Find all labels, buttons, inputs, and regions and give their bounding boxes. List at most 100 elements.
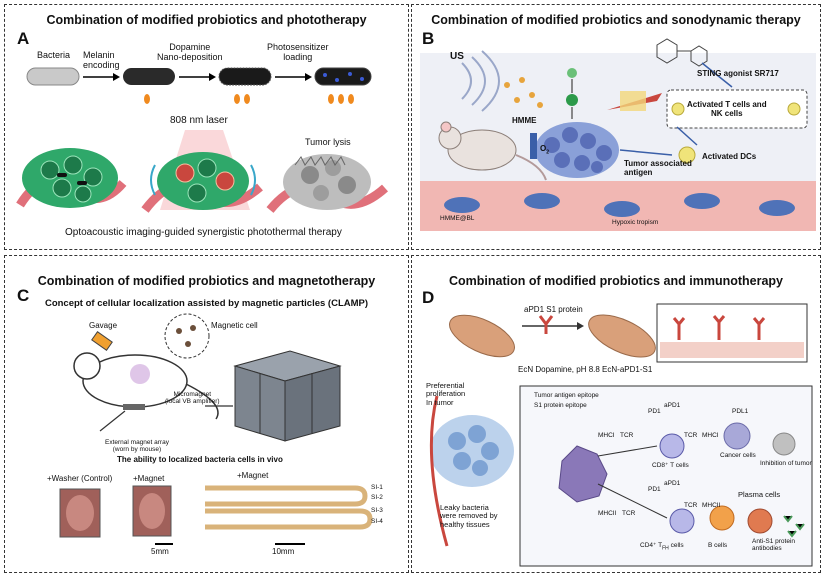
- apd1-label-a: aPD1: [664, 402, 681, 409]
- step-melanin: Melanin encoding: [83, 50, 120, 70]
- panel-d-illustration: [429, 303, 813, 567]
- t-cells-label: Activated T cells and NK cells: [687, 100, 767, 118]
- heat-flame-icons: [144, 94, 354, 104]
- tumor-mass: [430, 415, 514, 487]
- panel-a-title: Combination of modified probiotics and p…: [46, 13, 367, 27]
- hmme-bl-label: HMME@BL: [440, 215, 475, 222]
- panel-a: Combination of modified probiotics and p…: [4, 4, 409, 250]
- magnetic-cell-label: Magnetic cell: [211, 321, 258, 330]
- b-cell: [709, 505, 735, 531]
- ros-icon: [566, 94, 578, 106]
- plasma-cell: [747, 508, 773, 534]
- tumor-cluster: [535, 122, 619, 178]
- step-bacteria: Bacteria: [37, 50, 71, 60]
- mhc1-label-a: MHCI: [598, 432, 615, 439]
- magnet2-label: +Magnet: [237, 471, 269, 480]
- gavage-syringe-icon: [91, 331, 113, 351]
- cd8-label: CD8⁺ T cells: [652, 462, 689, 469]
- lysed-tumor-cell: [772, 432, 796, 456]
- laser-label: 808 nm laser: [170, 115, 228, 126]
- ecn-bacterium: [449, 314, 515, 358]
- melanin-bacterium: [123, 68, 175, 85]
- panel-c: Combination of modified probiotics and m…: [4, 255, 409, 573]
- panel-b-letter: B: [422, 29, 435, 48]
- leaky-label: Leaky bacteria were removed by healthy t…: [440, 503, 498, 529]
- vessel: [429, 395, 449, 547]
- sting-label: STING agonist SR717: [697, 69, 779, 78]
- dopamine-bacterium: [218, 67, 272, 86]
- bacteria-in-vessel: [444, 193, 795, 217]
- pdl1-label: PDL1: [732, 408, 749, 415]
- panel-b: Combination of modified probiotics and s…: [411, 4, 821, 250]
- panel-c-letter: C: [17, 286, 30, 305]
- antigen-label: Tumor associated antigen: [624, 159, 692, 177]
- o2-level-bar: [530, 133, 537, 159]
- plain-bacterium: [26, 67, 80, 86]
- sonosensitizer-icon: [567, 68, 577, 78]
- step-photosensitizer: Photosensitizer loading: [267, 42, 329, 62]
- scale-10mm: 10mm: [272, 547, 295, 556]
- si-1-label: SI-1: [371, 484, 383, 491]
- hypoxic-label: Hypoxic tropism: [612, 219, 659, 226]
- cancer-label: Cancer cells: [720, 452, 756, 459]
- mhc2-label-b: MHCII: [702, 502, 721, 509]
- activated-t-cells-box: [666, 89, 808, 129]
- mhc2-label-a: MHCII: [598, 510, 617, 517]
- tcr2-label-b: TCR: [684, 502, 698, 509]
- washer-label: +Washer (Control): [47, 474, 113, 483]
- lysis-label: Tumor lysis: [305, 137, 351, 147]
- dendritic-cell: [558, 445, 608, 503]
- cd4-label: CD4⁺ TFH cells: [640, 542, 684, 552]
- b-cells-label: B cells: [708, 542, 728, 549]
- step-dopamine: Dopamine Nano-deposition: [157, 42, 223, 62]
- panel-d: Combination of modified probiotics and i…: [411, 255, 821, 573]
- antibody-cluster-icon: [783, 515, 805, 538]
- tcr2-label-a: TCR: [622, 510, 636, 517]
- array-label: External magnet array (worn by mouse): [105, 439, 169, 454]
- cd4-t-cell: [669, 508, 695, 534]
- tumor-before: [16, 148, 127, 208]
- panel-c-illustration: [59, 313, 373, 545]
- apd1-label-b: aPD1: [664, 480, 681, 487]
- inhibition-label: Inhibition of tumor: [760, 460, 812, 467]
- panel-d-title: Combination of modified probiotics and i…: [448, 274, 784, 288]
- tumor-lysed: [266, 154, 389, 213]
- ecn-label: EcN Dopamine, pH 8.8 EcN-aPD1-S1: [518, 365, 653, 374]
- panel-c-title: Combination of modified probiotics and m…: [37, 274, 376, 288]
- si-2-label: SI-2: [371, 494, 383, 501]
- tcr1-label-b: TCR: [684, 432, 698, 439]
- antibody-icon: [538, 315, 554, 334]
- ultrasound-waves-icon: [461, 50, 500, 112]
- magnetic-cell-callout: [164, 313, 210, 359]
- intestine-strips: [205, 485, 373, 530]
- legend-s1-epitope: S1 protein epitope: [534, 402, 587, 409]
- tcr1-label-a: TCR: [620, 432, 634, 439]
- hmme-molecule-icons: [504, 77, 543, 108]
- o2-label: O2: [540, 144, 550, 156]
- tumor-irradiated: [141, 130, 263, 213]
- panel-b-title: Combination of modified probiotics and s…: [431, 13, 801, 27]
- magnet-array-cube: [233, 350, 342, 442]
- dcs-label: Activated DCs: [702, 152, 757, 161]
- ability-label: The ability to localized bacteria cells …: [117, 455, 283, 464]
- proliferation-label: Preferential proliferation In tumor: [426, 381, 466, 407]
- anti-s1-label: Anti-S1 protein antibodies: [752, 538, 795, 553]
- cancer-cell: [723, 422, 751, 450]
- magnet1-label: +Magnet: [133, 474, 165, 483]
- engineered-bacterium: [588, 314, 656, 358]
- us-label: US: [450, 51, 464, 62]
- sting-molecule-icon: [656, 38, 678, 64]
- panel-b-illustration: [420, 38, 816, 231]
- panel-c-subtitle: Concept of cellular localization assiste…: [44, 298, 369, 309]
- panel-d-letter: D: [422, 288, 435, 307]
- mouse-illustration: [73, 352, 219, 420]
- legend-tumor-epitope: Tumor antigen epitope: [534, 392, 599, 399]
- scale-5mm: 5mm: [151, 547, 169, 556]
- mhc1-label-b: MHCI: [702, 432, 719, 439]
- micromagnet-label: Micromagnet (local VB amplifier): [165, 391, 220, 406]
- protein-label: aPD1 S1 protein: [524, 305, 583, 314]
- panel-a-illustration: [16, 67, 389, 213]
- plasma-label: Plasma cells: [738, 490, 781, 499]
- panel-a-caption: Optoacoustic imaging-guided synergistic …: [65, 227, 342, 238]
